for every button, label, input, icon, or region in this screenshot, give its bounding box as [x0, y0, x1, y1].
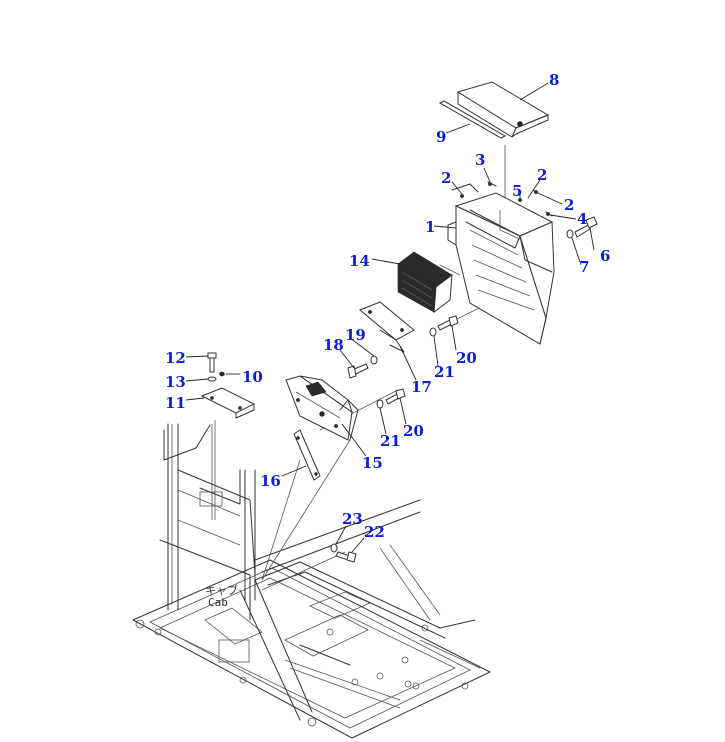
callout-10: 10: [242, 368, 263, 386]
cab-frame: [132, 423, 491, 739]
callout-21b: 21: [380, 432, 401, 450]
part-9-strip: [438, 100, 507, 139]
part-14-controller: [397, 251, 453, 314]
part-11-bracket: [200, 387, 256, 419]
callout-8: 8: [549, 71, 559, 89]
callout-1: 1: [425, 218, 435, 236]
callout-4: 4: [577, 210, 587, 228]
callout-21a: 21: [434, 363, 455, 381]
bolt-12-washers-13-10: [207, 352, 225, 382]
callout-9: 9: [436, 128, 446, 146]
callout-5: 5: [512, 182, 522, 200]
bolt-22-washer-23: [330, 543, 357, 563]
cab-label-en: Cab: [208, 596, 228, 609]
leader-lines: [185, 82, 595, 553]
part-1-housing: [447, 192, 555, 345]
callout-2c: 2: [564, 196, 574, 214]
bolt-20-washer-21-upper: [429, 315, 459, 337]
callout-18: 18: [323, 336, 344, 354]
part-8-cover: [456, 81, 550, 138]
callout-6: 6: [600, 247, 610, 265]
part-17-bracket: [359, 301, 415, 353]
callout-15: 15: [362, 454, 383, 472]
callout-7: 7: [579, 258, 589, 276]
callout-14: 14: [349, 252, 370, 270]
fasteners-top: [451, 181, 553, 217]
part-15-mount: [285, 375, 359, 441]
callout-11: 11: [165, 394, 186, 412]
callout-20b: 20: [403, 422, 424, 440]
callout-2b: 2: [537, 166, 547, 184]
cab-label-jp: キャブ: [205, 583, 238, 597]
bolt-18-washer-19: [347, 355, 378, 379]
callout-23: 23: [342, 510, 363, 528]
bolt-20-washer-21-lower: [376, 388, 406, 409]
callout-13: 13: [165, 373, 186, 391]
callout-17: 17: [411, 378, 432, 396]
callout-16: 16: [260, 472, 281, 490]
callout-22: 22: [364, 523, 385, 541]
callout-numbers: 8 9 3 2 5 2 2 4 6 7 1 14 20 21 19 18 17 …: [165, 71, 610, 541]
callout-3: 3: [475, 151, 485, 169]
callout-20a: 20: [456, 349, 477, 367]
callout-12: 12: [165, 349, 186, 367]
callout-19: 19: [345, 326, 366, 344]
callout-2a: 2: [441, 169, 451, 187]
part-16-plate: [293, 429, 321, 481]
